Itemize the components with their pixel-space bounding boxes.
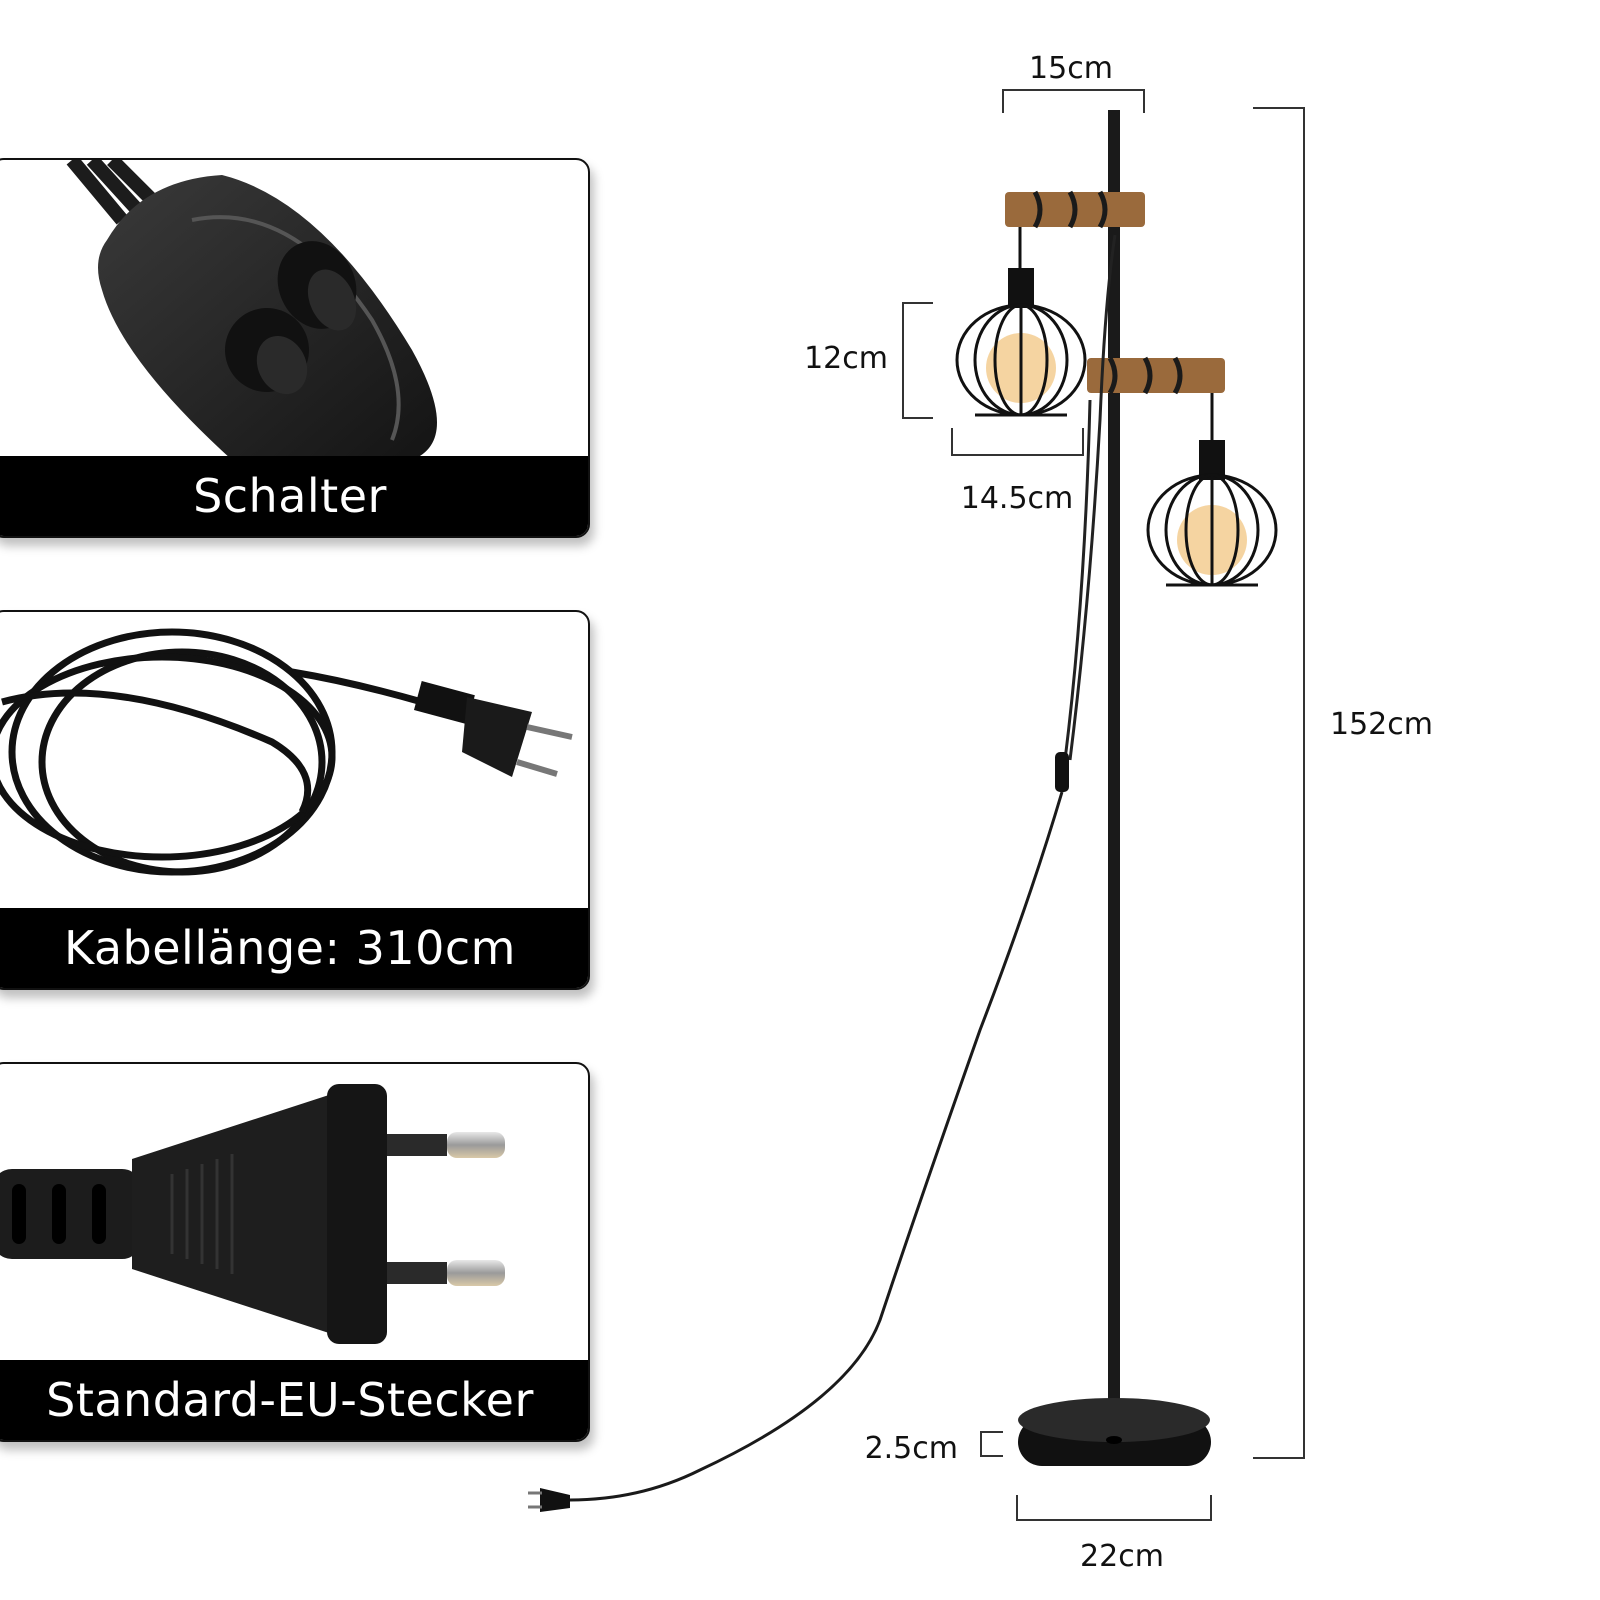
eu-plug-icon: [0, 1084, 505, 1344]
cord-plug: [528, 1488, 570, 1512]
coiled-cable-icon: [0, 628, 573, 876]
dim-base-height: 2.5cm: [865, 1431, 958, 1466]
power-cord: [569, 791, 1064, 1502]
feature-card-plug: Standard-EU-Stecker: [0, 1062, 590, 1442]
dim-base-width: 22cm: [1080, 1539, 1164, 1574]
feature-card-cable: Kabellänge: 310cm: [0, 610, 590, 990]
dim-top-width: 15cm: [1029, 51, 1113, 86]
inline-switch: [1055, 752, 1069, 792]
feature-caption-plug: Standard-EU-Stecker: [0, 1360, 588, 1440]
feature-card-switch: Schalter: [0, 158, 590, 538]
rocker-switch-icon: [66, 160, 437, 460]
dim-shade-height: 12cm: [804, 341, 888, 376]
upper-wood-arm: [1005, 190, 1145, 229]
feature-caption-switch: Schalter: [0, 456, 588, 536]
lamp-base: [1018, 1398, 1211, 1466]
lower-wood-arm: [1087, 356, 1225, 395]
lower-cage-shade: [1146, 393, 1278, 587]
feature-caption-cable: Kabellänge: 310cm: [0, 908, 588, 988]
dim-total-height: 152cm: [1330, 707, 1433, 742]
dimension-brackets: [902, 89, 1305, 1521]
dim-shade-width: 14.5cm: [961, 481, 1074, 516]
upper-cage-shade: [955, 227, 1087, 417]
lamp-pole: [1108, 110, 1120, 1435]
